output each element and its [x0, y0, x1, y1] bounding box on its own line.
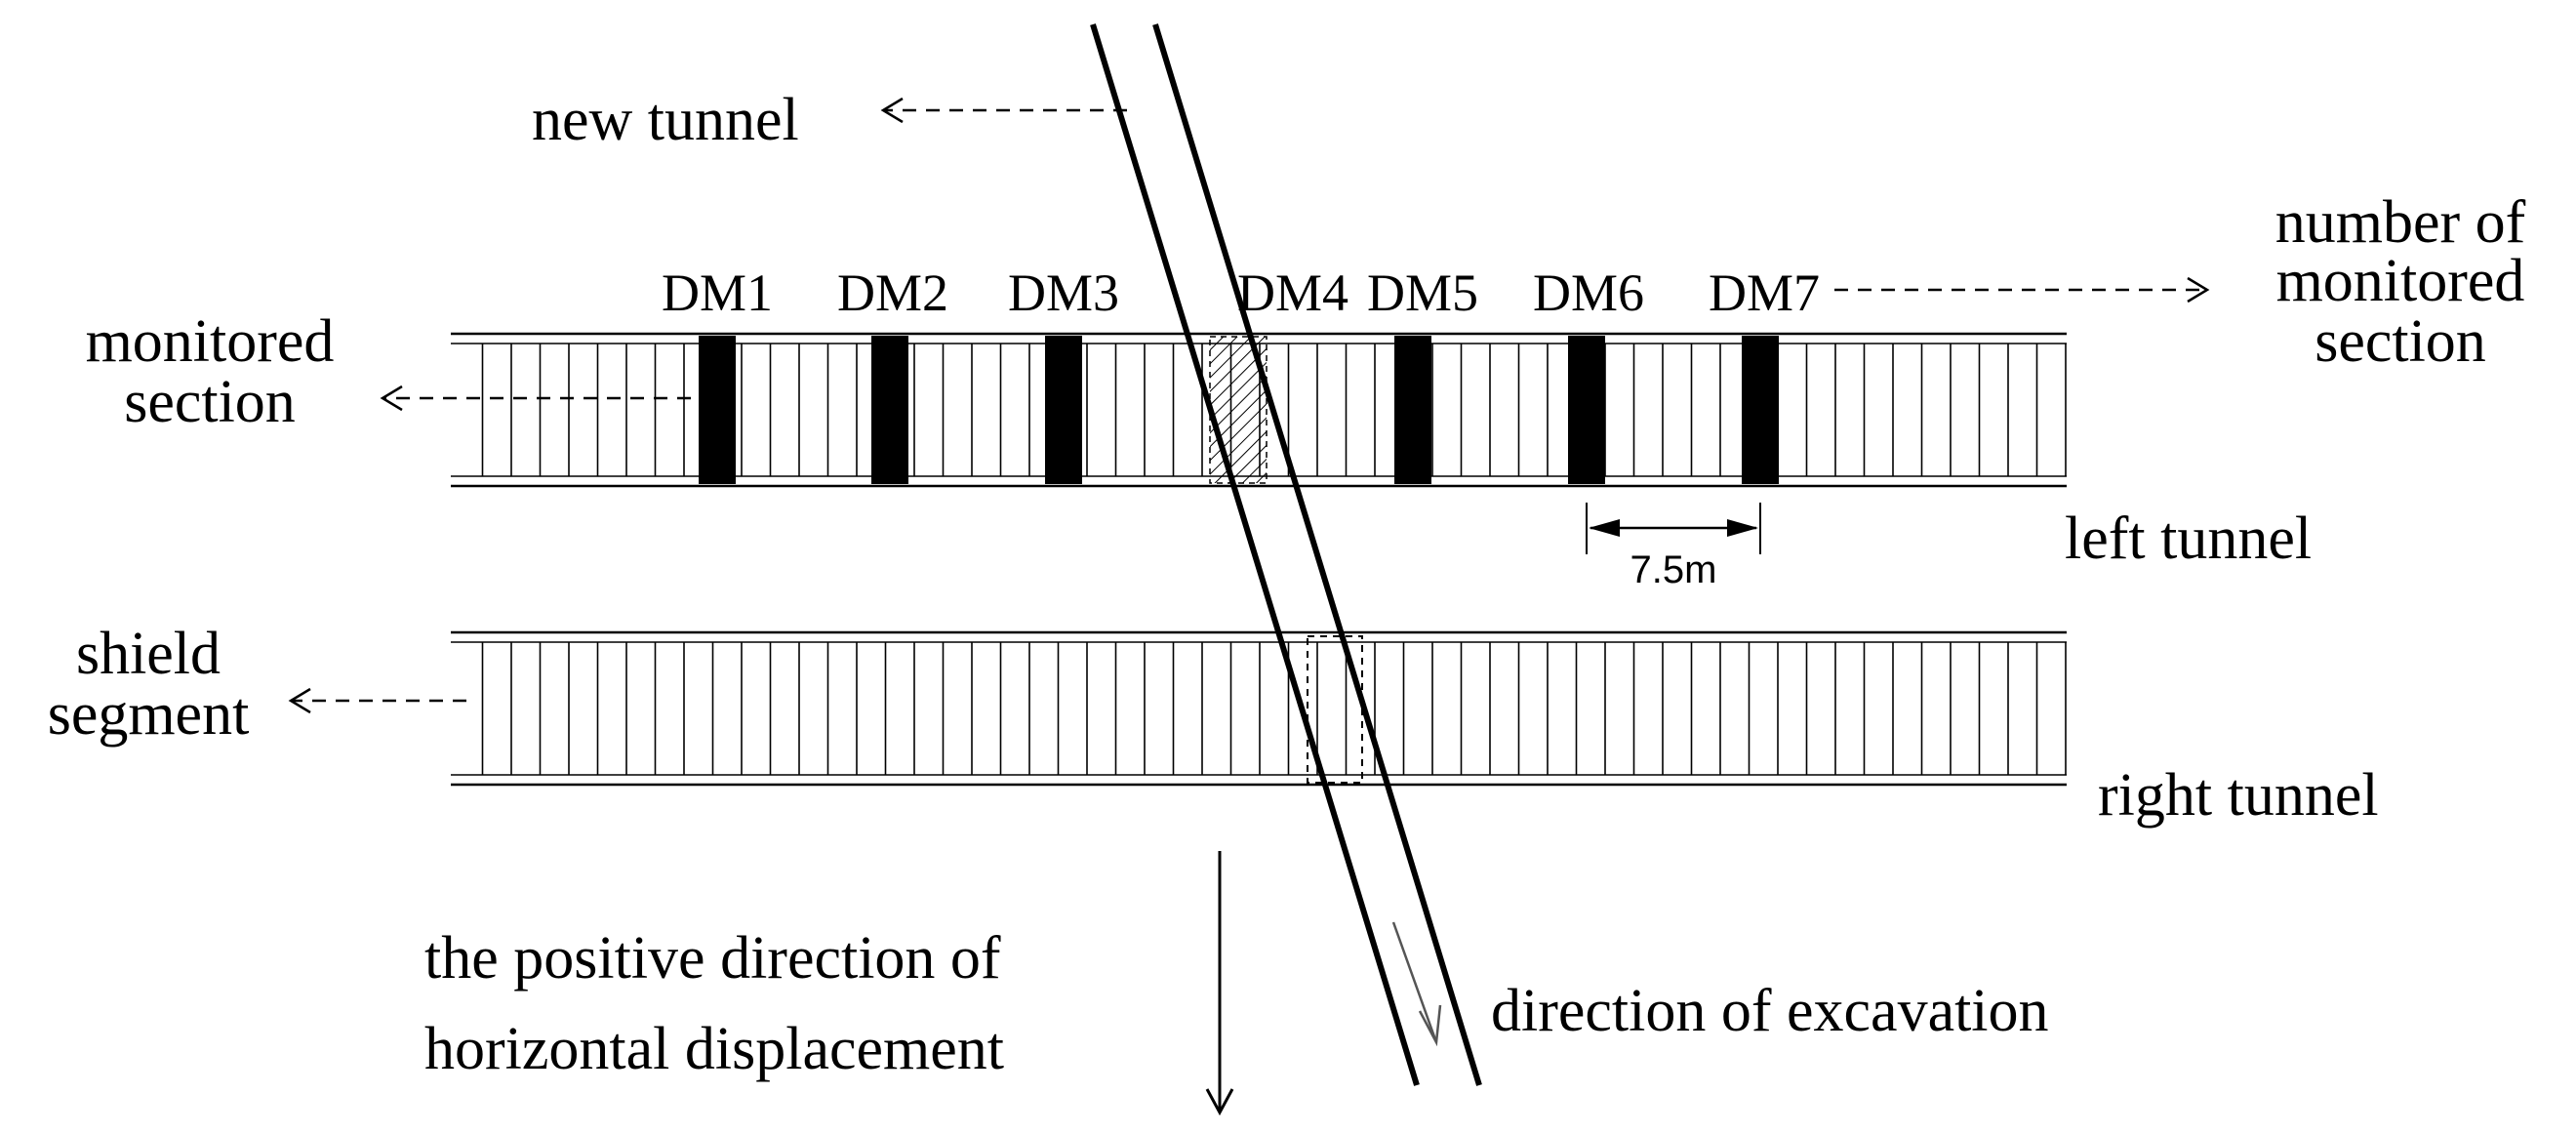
section-label-dm7: DM7 — [1709, 263, 1820, 322]
shield-segment-label-line1: shield — [76, 621, 221, 687]
section-label-dm4: DM4 — [1237, 263, 1348, 322]
monitored-section-block-dm2 — [871, 336, 908, 484]
new-tunnel-label: new tunnel — [532, 87, 799, 153]
shield-segment-label-line2: segment — [48, 681, 250, 748]
monitored-section-block-dm6 — [1568, 336, 1605, 484]
spacing-label: 7.5m — [1630, 548, 1717, 591]
section-label-dm6: DM6 — [1533, 263, 1644, 322]
section-label-dm5: DM5 — [1367, 263, 1478, 322]
monitored-section-block-dm5 — [1394, 336, 1431, 484]
left-tunnel — [451, 332, 2067, 488]
positive-direction-label-line1: the positive direction of — [424, 925, 1001, 992]
section-number-leader — [1834, 276, 2210, 304]
new-tunnel — [1090, 23, 1482, 1086]
new-tunnel-leader — [880, 97, 1127, 124]
section-label-dm1: DM1 — [662, 263, 773, 322]
right-tunnel-label: right tunnel — [2098, 762, 2379, 829]
excavation-direction-arrow — [1391, 921, 1442, 1047]
monitored-section-label-line2: section — [124, 369, 296, 435]
left-tunnel-label: left tunnel — [2065, 506, 2312, 572]
monitored-section-block-dm1 — [699, 336, 736, 484]
section-number-label-line3: section — [2314, 308, 2486, 375]
excavation-direction-label: direction of excavation — [1491, 978, 2049, 1044]
monitored-section-label-line1: monitored — [86, 308, 335, 375]
monitored-section-block-dm7 — [1742, 336, 1779, 484]
positive-direction-arrow — [1205, 851, 1234, 1116]
section-number-label-line2: monitored — [2276, 248, 2525, 314]
section-number-label-line1: number of — [2275, 189, 2526, 256]
right-tunnel-segment-rings — [481, 642, 2067, 775]
monitored-section-blocks — [699, 336, 1779, 484]
right-tunnel — [451, 630, 2067, 787]
section-label-dm3: DM3 — [1008, 263, 1119, 322]
monitored-section-labels: DM1 DM2 DM3 DM4 DM5 DM6 DM7 — [662, 263, 1820, 322]
monitored-section-leader — [380, 385, 691, 412]
section-label-dm2: DM2 — [837, 263, 948, 322]
spacing-dimension: 7.5m — [1586, 503, 1761, 591]
monitored-section-block-dm3 — [1045, 336, 1082, 484]
positive-direction-label-line2: horizontal displacement — [424, 1016, 1004, 1082]
shield-segment-leader — [288, 687, 466, 714]
